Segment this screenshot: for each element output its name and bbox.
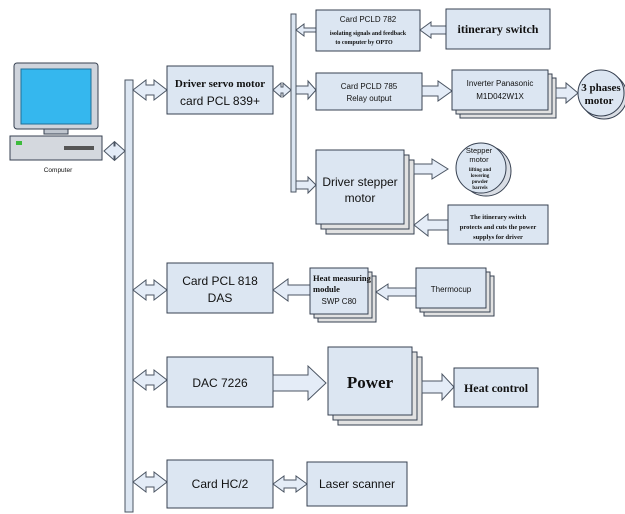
- thermocup-box: [415, 267, 487, 309]
- itinerary-protect-line3: supplys for driver: [473, 234, 523, 241]
- dac-power-arrow: [272, 364, 327, 402]
- hc2-label: Card HC/2: [192, 477, 249, 491]
- computer-icon: [9, 62, 103, 161]
- stepper-motor-line1: Stepper: [466, 146, 493, 155]
- bus-servo-arrow: [132, 78, 168, 102]
- pcld785-card: [315, 72, 423, 111]
- bus-pcl818-arrow: [132, 278, 168, 302]
- pcld782-title: Card PCLD 782: [340, 15, 397, 24]
- power-heat-control-arrow: [421, 372, 455, 402]
- laser-scanner-box: [306, 461, 408, 507]
- motor-line2: motor: [585, 95, 614, 107]
- computer-bus-arrow: [103, 140, 126, 162]
- stepper-motor-line3: lifting and: [469, 168, 491, 173]
- motor-line1: 3 phases: [581, 82, 621, 94]
- three-phase-motor: [577, 69, 625, 117]
- driver-stepper-motor-arrow: [413, 158, 449, 180]
- pcl818-line2: DAS: [208, 291, 233, 305]
- thermocup-label: Thermocup: [431, 285, 472, 294]
- heat-control-box: [453, 367, 539, 408]
- driver-servo-line1: Driver servo motor: [175, 78, 265, 90]
- heat-control-label: Heat control: [464, 381, 529, 395]
- power-box: [327, 346, 413, 416]
- driver-servo-card: [166, 65, 274, 115]
- itinerary-switch-box: [445, 8, 551, 50]
- subbus-pcld785-arrow: [295, 79, 317, 101]
- stepper-motor-line5: powder: [472, 180, 489, 185]
- pcld782-line1: isolating signals and feedback: [330, 31, 407, 37]
- itinerary-protect-line2: protects and cuts the power: [460, 224, 537, 231]
- pcl818-line1: Card PCL 818: [182, 274, 258, 288]
- driver-servo-line2: card PCL 839+: [180, 94, 260, 108]
- inverter-motor-arrow: [555, 81, 579, 105]
- inverter-box: [451, 69, 549, 111]
- heat-module-box: [309, 267, 369, 315]
- driver-stepper-line1: Driver stepper: [322, 175, 397, 189]
- pcld782-card: [315, 9, 421, 52]
- driver-stepper-box: [315, 149, 405, 225]
- thermocup-heat-module-arrow: [375, 283, 417, 301]
- inverter-line2: M1D042W1X: [476, 92, 524, 101]
- bus-hc2-arrow: [132, 470, 168, 494]
- heat-module-line3: SWP C80: [322, 297, 358, 306]
- laser-scanner-label: Laser scanner: [319, 477, 395, 491]
- bus-dac-arrow: [132, 368, 168, 392]
- protect-stepper-arrow: [413, 212, 449, 238]
- main-bus: [124, 79, 134, 513]
- driver-stepper-line2: motor: [345, 191, 376, 205]
- hc2-card: [166, 459, 274, 509]
- heat-module-line2: module: [313, 284, 340, 294]
- dac-label: DAC 7226: [192, 376, 248, 390]
- pcld785-line2: Relay output: [347, 94, 393, 103]
- stepper-motor-line6: barrels: [472, 186, 487, 191]
- stepper-motor-line4: lowering: [471, 174, 490, 179]
- pcld785-line1: Card PCLD 785: [341, 82, 398, 91]
- inverter-line1: Inverter Panasonic: [467, 79, 534, 88]
- pcld785-inverter-arrow: [421, 80, 453, 102]
- stepper-motor: [455, 142, 507, 194]
- computer-label: Computer: [44, 167, 73, 174]
- stepper-motor-line2: motor: [469, 155, 489, 164]
- pcld782-line2: to computer by OPTO: [335, 40, 393, 46]
- servo-subbus-arrow: [272, 81, 292, 99]
- secondary-bus: [290, 13, 297, 193]
- pcld782-subbus-arrow: [295, 23, 317, 37]
- subbus-stepper-arrow: [295, 175, 317, 195]
- switch-pcld782-arrow: [419, 21, 447, 39]
- heat-module-line1: Heat measuring: [313, 273, 372, 283]
- itinerary-protect-line1: The itinerary switch: [470, 214, 527, 221]
- power-label: Power: [347, 373, 394, 392]
- pcl818-card: [166, 262, 274, 314]
- hc2-laser-arrow: [272, 475, 308, 493]
- itinerary-protect-box: [447, 204, 549, 245]
- itinerary-switch-label: itinerary switch: [458, 22, 539, 36]
- heat-module-pcl818-arrow: [272, 278, 311, 302]
